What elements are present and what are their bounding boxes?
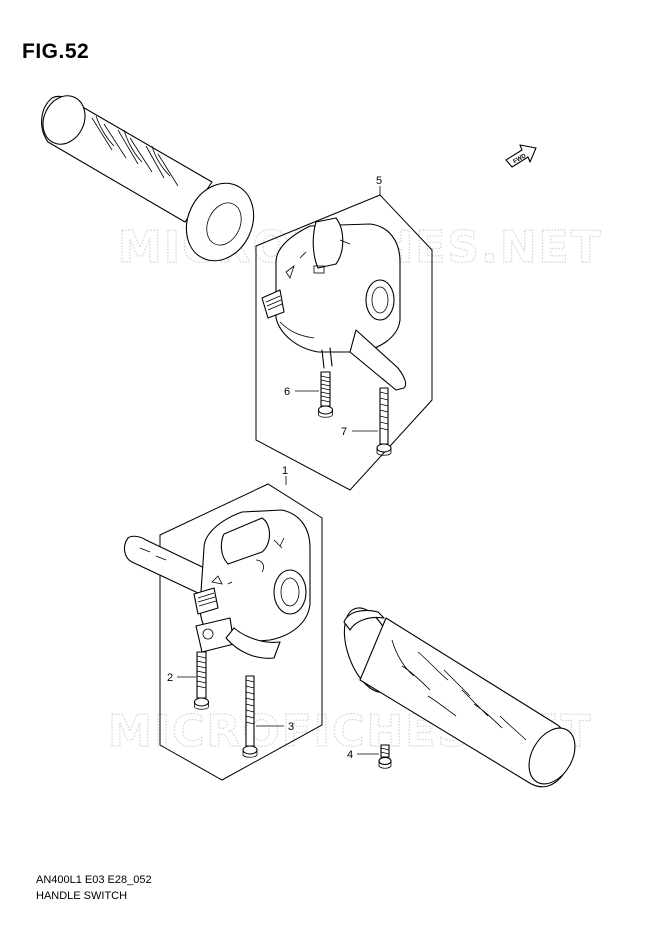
screw-7: [376, 387, 392, 456]
left-handle-switch-housing: [123, 509, 311, 659]
figure-code: AN400L1 E03 E28_052: [36, 874, 152, 886]
assembly-frame-1: [159, 483, 323, 781]
screw-4: [378, 744, 392, 769]
left-grip: [41, 95, 255, 262]
right-handle-switch-housing: [261, 217, 407, 391]
figure-title: FIG.52: [22, 40, 90, 63]
callout-4: 4: [347, 749, 353, 761]
right-grip: [343, 607, 576, 788]
callout-7: 7: [341, 426, 347, 438]
callout-1: 1: [282, 465, 288, 477]
figure-caption: HANDLE SWITCH: [36, 890, 128, 902]
screw-6: [317, 371, 334, 418]
callout-6: 6: [284, 386, 290, 398]
callout-leaders: [177, 186, 381, 755]
screw-2: [193, 651, 210, 710]
callout-2: 2: [167, 672, 173, 684]
callout-5: 5: [376, 175, 382, 187]
fwd-arrow-icon: FWD: [505, 144, 537, 168]
screw-3: [242, 675, 258, 758]
callout-3: 3: [288, 721, 294, 733]
